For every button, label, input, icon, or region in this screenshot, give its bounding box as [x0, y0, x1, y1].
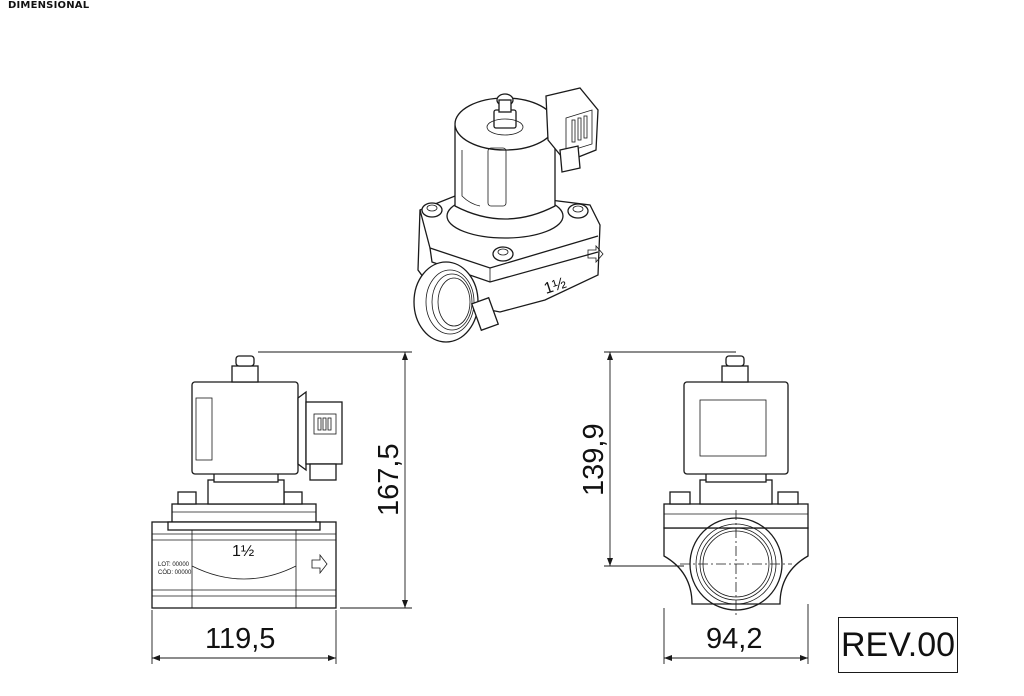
- revision-box: REV.00: [838, 617, 958, 673]
- front-label-line-1: LOT: 00000: [158, 562, 190, 568]
- iso-size-label: 1½: [542, 275, 568, 298]
- front-view: 1½ LOT: 00000 CÓD: 00000: [151, 355, 343, 609]
- side-view: [663, 355, 809, 618]
- side-dimensions: 94,2 139,9: [578, 351, 809, 664]
- isometric-view: 1½: [413, 87, 604, 343]
- front-dimensions: 119,5 167,5: [151, 351, 412, 664]
- front-size-label: 1½: [232, 543, 254, 560]
- drawing-heading: DIMENSIONAL: [8, 0, 90, 11]
- iso-bolt-2: [567, 203, 589, 219]
- iso-bolt-3: [492, 246, 514, 262]
- iso-bolt-1: [421, 202, 443, 218]
- dim-width-side: 94,2: [706, 623, 762, 655]
- dim-height-front: 167,5: [373, 443, 405, 516]
- dim-width-front: 119,5: [205, 623, 275, 655]
- front-label-line-2: CÓD: 00000: [158, 569, 192, 576]
- dim-height-side: 139,9: [578, 423, 610, 496]
